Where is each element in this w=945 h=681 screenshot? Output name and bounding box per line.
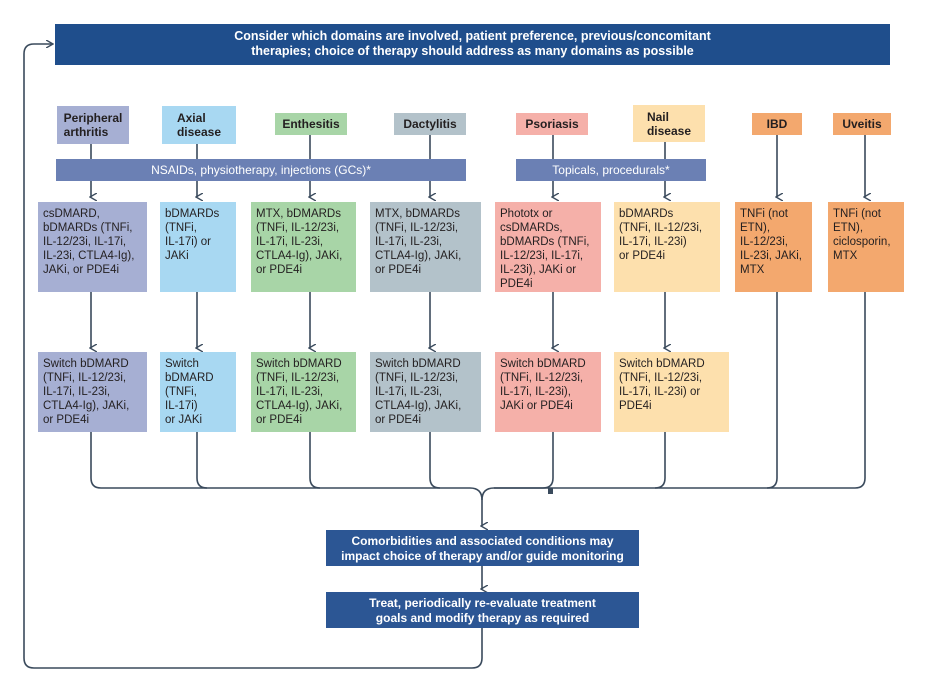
second-line-dactylitis: Switch bDMARD (TNFi, IL-12/23i, IL-17i, … bbox=[370, 352, 481, 432]
treat-text: Treat, periodically re-evaluate treatmen… bbox=[369, 596, 596, 625]
header-banner: Consider which domains are involved, pat… bbox=[55, 24, 890, 65]
first-line-dactylitis: MTX, bDMARDs (TNFi, IL-12/23i, IL-17i, I… bbox=[370, 202, 481, 292]
second-line-nail: Switch bDMARD (TNFi, IL-12/23i, IL-17i, … bbox=[614, 352, 729, 432]
first-line-nail: bDMARDs (TNFi, IL-12/23i, IL-17i, IL-23i… bbox=[614, 202, 720, 292]
first-line-peripheral: csDMARD, bDMARDs (TNFi, IL-12/23i, IL-17… bbox=[38, 202, 147, 292]
treat-box: Treat, periodically re-evaluate treatmen… bbox=[326, 592, 639, 628]
first-line-axial: bDMARDs (TNFi, IL-17i) or JAKi bbox=[160, 202, 236, 292]
domain-ibd: IBD bbox=[752, 113, 802, 135]
domain-label: Psoriasis bbox=[525, 117, 579, 131]
shared-bar-label: NSAIDs, physiotherapy, injections (GCs)* bbox=[151, 163, 371, 177]
shared-bar-label: Topicals, procedurals* bbox=[552, 163, 670, 177]
domain-uveitis: Uveitis bbox=[833, 113, 891, 135]
domain-nail-disease: Nail disease bbox=[633, 105, 705, 142]
domain-peripheral-arthritis: Peripheral arthritis bbox=[57, 106, 129, 144]
first-line-uveitis: TNFi (not ETN), ciclosporin, MTX bbox=[828, 202, 904, 292]
banner-text: Consider which domains are involved, pat… bbox=[234, 29, 711, 58]
second-line-psoriasis: Switch bDMARD (TNFi, IL-12/23i, IL-17i, … bbox=[495, 352, 601, 432]
shared-bar-nsaids: NSAIDs, physiotherapy, injections (GCs)* bbox=[56, 159, 466, 181]
domain-label: Peripheral arthritis bbox=[63, 111, 123, 139]
domain-dactylitis: Dactylitis bbox=[394, 113, 466, 135]
domain-psoriasis: Psoriasis bbox=[516, 113, 588, 135]
domain-label: Dactylitis bbox=[403, 117, 457, 131]
domain-label: Nail disease bbox=[646, 109, 692, 138]
domain-axial-disease: Axial disease bbox=[162, 106, 236, 144]
first-line-enthesitis: MTX, bDMARDs (TNFi, IL-12/23i, IL-17i, I… bbox=[251, 202, 356, 292]
domain-label: Uveitis bbox=[842, 117, 882, 131]
domain-label: Enthesitis bbox=[282, 117, 340, 131]
shared-bar-topicals: Topicals, procedurals* bbox=[516, 159, 706, 181]
domain-label: Axial disease bbox=[176, 111, 222, 139]
domain-enthesitis: Enthesitis bbox=[275, 113, 347, 135]
second-line-enthesitis: Switch bDMARD (TNFi, IL-12/23i, IL-17i, … bbox=[251, 352, 356, 432]
domain-label: IBD bbox=[766, 117, 788, 131]
first-line-ibd: TNFi (not ETN), IL-12/23i, IL-23i, JAKi,… bbox=[735, 202, 812, 292]
second-line-axial: Switch bDMARD (TNFi, IL-17i) or JAKi bbox=[160, 352, 236, 432]
comorbidities-text: Comorbidities and associated conditions … bbox=[341, 534, 624, 563]
first-line-psoriasis: Phototx or csDMARDs, bDMARDs (TNFi, IL-1… bbox=[495, 202, 601, 292]
comorbidities-box: Comorbidities and associated conditions … bbox=[326, 530, 639, 566]
second-line-peripheral: Switch bDMARD (TNFi, IL-12/23i, IL-17i, … bbox=[38, 352, 147, 432]
